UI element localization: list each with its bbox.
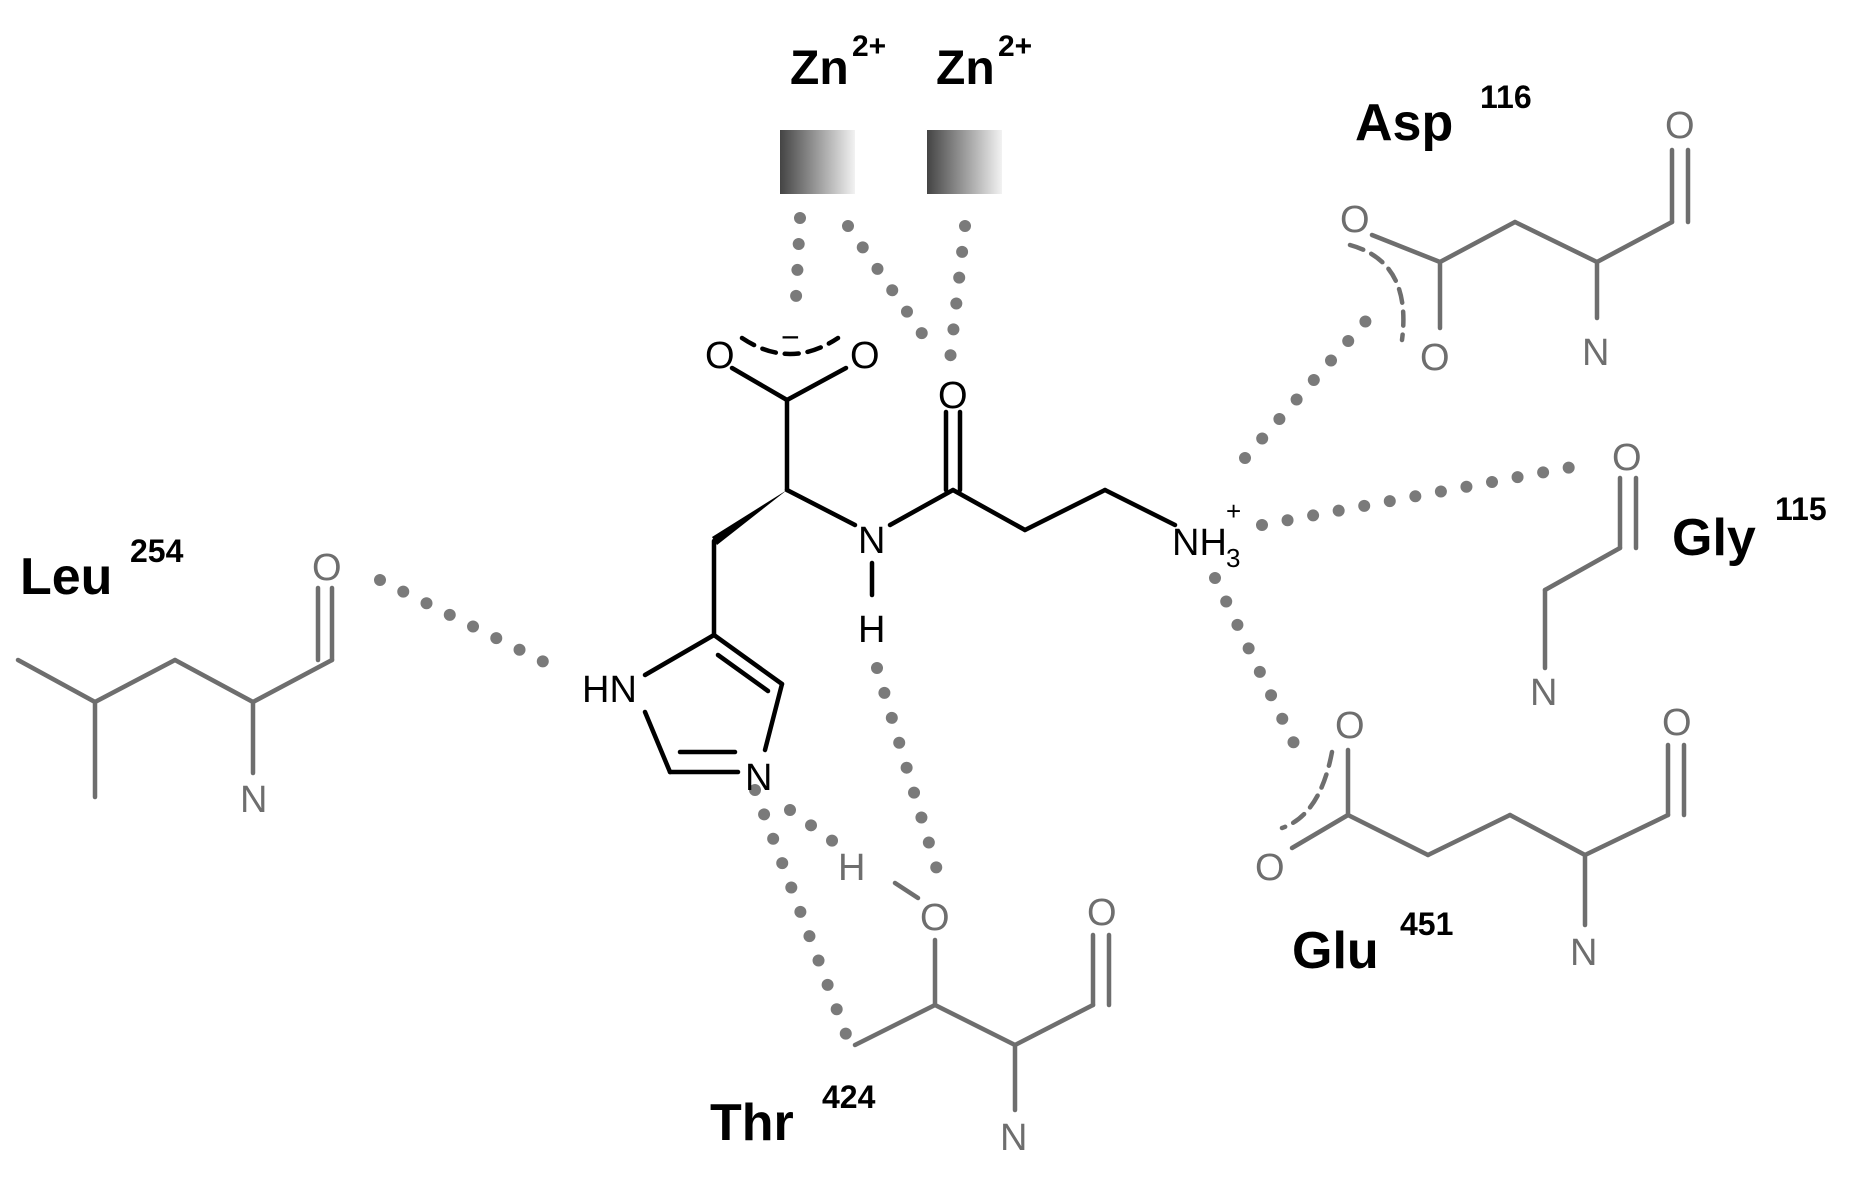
bond [1102,487,1178,528]
backbone-n: N [240,779,267,821]
bond [932,1002,1018,1048]
residue-name: Leu [20,548,112,606]
backbone-n: N [1582,332,1609,374]
bond [172,657,256,705]
bond [1437,219,1518,265]
bond [711,632,785,687]
carboxylate-resonance-arc [1347,242,1406,343]
residue-name: Thr [710,1094,794,1152]
stereo-wedge-bond [712,490,787,545]
residue-name: Gly [1672,509,1756,567]
hydrogen-bonds [374,212,1594,1051]
residue-name: Glu [1292,922,1379,980]
backbone-o: O [1612,437,1642,479]
hbond-ring-thr [749,784,856,1051]
backbone-o: O [1087,892,1117,934]
bond [250,657,335,705]
hbond-zn2-amide-o [944,220,971,366]
hbond-amine-glu [1209,572,1308,766]
carboxylate-o: O [1420,337,1450,379]
bond [15,657,98,705]
carboxylate-charge: − [781,319,800,355]
ligand-carnosine: O O − N H O NH 3 + HN N [582,319,1241,799]
bond [1022,487,1108,533]
bond [642,632,717,678]
residue-number: 115 [1775,491,1827,527]
bond [1289,812,1351,851]
zinc-charge: 2+ [998,30,1032,63]
residue-number: 424 [822,1079,876,1115]
bond [642,709,673,775]
amine-charge: + [1226,496,1241,526]
bond [892,880,921,901]
amide-o: O [938,375,968,417]
amine-n: NH [1172,522,1227,564]
zinc-ion-marker [927,130,1002,194]
backbone-n: N [1530,672,1557,714]
carboxylate-o: O [1335,705,1365,747]
hbond-nh-thr-oh [871,662,946,886]
bond [852,1002,938,1048]
amide-h: H [858,609,885,651]
carboxylate-resonance-arc [739,335,841,357]
backbone-o: O [1662,702,1692,744]
ring-hn: HN [582,669,637,711]
backbone-o: O [1665,105,1695,147]
backbone-o: O [312,547,342,589]
zinc-symbol: Zn [790,42,849,95]
bond [1507,812,1588,858]
bond [1012,1002,1096,1048]
residue-glu451: Glu 451 O O O N [1255,702,1692,980]
residue-leu254: Leu 254 O N [15,533,342,821]
bond [1542,545,1623,593]
residue-thr424: Thr 424 H O O N [710,847,1117,1159]
bond [729,365,790,403]
bond [1594,219,1675,265]
carboxylate-o: O [1340,199,1370,241]
carboxylate-o-left: O [705,335,735,377]
residue-number: 254 [130,533,184,569]
carboxylate-o: O [1255,847,1285,889]
zinc-ion-2: Zn 2+ [927,30,1032,194]
bond [762,681,785,753]
hbond-amine-gly [1256,458,1594,531]
zinc-symbol: Zn [936,42,995,95]
bond [1345,812,1431,858]
carboxylate-o-right: O [850,335,880,377]
residue-gly115: Gly 115 O N [1530,437,1827,714]
hbond-ring-n-thr-oh [784,804,844,851]
bond [715,652,771,694]
ring-n: N [745,757,772,799]
backbone-n: N [1000,1117,1027,1159]
zinc-charge: 2+ [852,30,886,63]
hbond-zn1-amide-o [842,220,938,354]
residue-number: 451 [1400,906,1453,942]
bond [887,487,956,528]
hbond-zn1-carboxylate [789,212,806,324]
residue-number: 116 [1480,79,1532,115]
residue-name: Asp [1355,94,1453,152]
bond [950,487,1028,533]
bond [1369,232,1443,265]
bond [1512,219,1600,265]
bond [1582,812,1671,858]
amide-n: N [858,520,885,562]
carboxylate-resonance-arc [1279,749,1335,831]
bond [784,365,849,403]
hbond-amine-asp [1239,299,1386,464]
bond [784,487,858,528]
bond [1425,812,1513,858]
zinc-ion-marker [780,130,855,194]
hydroxyl-h: H [838,847,865,889]
zinc-ion-1: Zn 2+ [780,30,886,194]
bond [92,657,178,705]
amine-subscript: 3 [1226,543,1240,573]
hbond-leu-ring [374,574,556,671]
residue-asp116: Asp 116 O O O N [1340,79,1695,379]
hydroxyl-o: O [920,897,950,939]
backbone-n: N [1570,932,1597,974]
